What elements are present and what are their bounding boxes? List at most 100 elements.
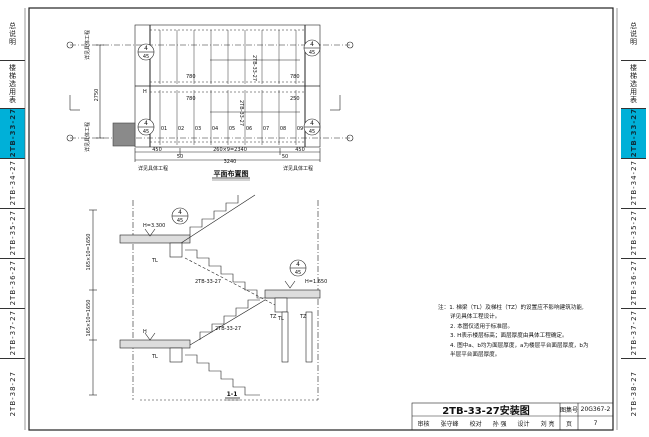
note-2: 详见具体工程设计。 — [450, 314, 501, 321]
section-title: 1-1 — [227, 391, 238, 398]
note-4: 3. H表示楼层标高；面层厚度由具体工程确定。 — [450, 333, 568, 340]
page-label: 页 — [565, 420, 572, 428]
design-label: 设计 — [517, 420, 530, 428]
reviewer-name: 张守峰 — [440, 420, 459, 428]
check-label: 校对 — [469, 420, 482, 428]
section-tz-2: TZ — [299, 314, 307, 320]
plan-callout-top-4: 4 — [310, 120, 314, 127]
inner-frame — [28, 7, 614, 431]
tab-divider — [0, 108, 25, 109]
section-tl-3: TL — [151, 354, 158, 360]
plan-callout-top-2: 4 — [310, 41, 314, 48]
plan-callout-top-3: 4 — [144, 120, 148, 127]
review-label: 审核 — [417, 420, 430, 428]
plan-dim-50-l: 50 — [177, 154, 183, 160]
tab-divider — [0, 308, 25, 309]
section-callout-bottom-2: 45 — [295, 270, 301, 276]
plan-see-eng-3: 详见具体工程 — [138, 165, 168, 172]
plan-see-eng-1: 详见具体工程 — [84, 30, 91, 60]
section-callouts — [171, 207, 307, 277]
tab-divider — [621, 60, 646, 61]
tab-label: 总说明 — [629, 22, 638, 46]
tab-label: 楼梯选用表 — [8, 64, 17, 104]
plan-dim-3240: 3240 — [224, 159, 237, 165]
plan-step-label: 05 — [229, 126, 235, 132]
plan-step-label: 09 — [297, 126, 303, 132]
plan-callouts — [137, 39, 321, 136]
signature-row: 审核 张守峰 校对 孙 强 设计 刘 亮 — [412, 416, 560, 430]
page-number: 7 — [593, 419, 598, 427]
left-tab-0[interactable]: 总说明 — [0, 8, 25, 60]
plan-dim-250: 250 — [290, 96, 300, 102]
plan-h: H — [143, 89, 147, 95]
tab-divider — [621, 108, 646, 109]
tab-divider — [0, 258, 25, 259]
section-callout-top-2: 4 — [296, 261, 300, 268]
checker-name: 孙 强 — [492, 420, 507, 428]
section-level-top: H=3.300 — [143, 223, 165, 229]
tab-label: 总说明 — [8, 22, 17, 46]
tab-divider — [621, 308, 646, 309]
section-callout-top-1: 4 — [178, 209, 182, 216]
tab-divider — [0, 158, 25, 159]
note-5: 4. 图中a、b均为面层厚度，a为楼层平台面层厚度，b为 — [450, 342, 589, 349]
plan-dim-2750: 2750 — [94, 89, 100, 102]
tab-divider — [621, 208, 646, 209]
plan-step-label: 04 — [212, 126, 218, 132]
section-dim-upper: 165×10=1650 — [86, 233, 92, 270]
plan-dim-780-b: 780 — [186, 96, 196, 102]
plan-step-label: 01 — [161, 126, 167, 132]
plan-flight-mid: 2TB-33-27 — [238, 100, 244, 126]
designer-name: 刘 亮 — [540, 420, 555, 428]
plan-dim-50-r: 50 — [282, 154, 288, 160]
right-tab-1[interactable]: 楼梯选用表 — [621, 60, 646, 108]
section-view — [89, 194, 321, 401]
plan-see-eng-2: 详见具体工程 — [84, 122, 91, 152]
plan-step-label: 02 — [178, 126, 184, 132]
right-tab-2[interactable]: 2TB-33-27 — [621, 108, 646, 158]
drawing-title: 2TB-33-27安装图 — [442, 406, 530, 417]
section-dim-lower: 165×10=1650 — [86, 299, 92, 336]
plan-see-eng-4: 详见具体工程 — [283, 165, 313, 172]
note-1: 1. 梯梁（TL）及梯柱（TZ）的设置应不影响建筑功能, — [449, 305, 584, 311]
plan-callout-bottom-1: 45 — [143, 54, 149, 60]
section-h: H — [143, 329, 147, 335]
plan-callout-bottom-2: 45 — [309, 50, 315, 56]
section-level-mid: H=1.650 — [305, 279, 327, 285]
plan-dim-total: 260×9=2340 — [213, 147, 247, 153]
tab-divider — [621, 158, 646, 159]
plan-step-label: 07 — [263, 126, 269, 132]
titleblock-grid — [411, 402, 614, 431]
right-tab-0[interactable]: 总说明 — [621, 8, 646, 60]
plan-dim-780-a: 780 — [186, 74, 196, 80]
section-flight-upper: 2TB-33-27 — [195, 279, 221, 285]
tab-divider — [621, 358, 646, 359]
section-tl-1: TL — [151, 258, 158, 264]
plan-step-label: 03 — [195, 126, 201, 132]
plan-dim-450-r: 450 — [295, 147, 305, 153]
notes-prefix: 注： — [438, 305, 450, 311]
plan-step-label: 06 — [246, 126, 252, 132]
tab-divider — [0, 208, 25, 209]
plan-title: 平面布置图 — [214, 169, 249, 178]
plan-callout-bottom-3: 45 — [143, 129, 149, 135]
left-tab-2[interactable]: 2TB-33-27 — [0, 108, 25, 158]
section-flight-lower: 2TB-33-27 — [215, 326, 241, 332]
plan-dim-780-c: 780 — [290, 74, 300, 80]
plan-view — [66, 24, 354, 181]
tab-divider — [0, 358, 25, 359]
plan-callout-bottom-4: 45 — [309, 129, 315, 135]
section-callout-bottom-1: 45 — [177, 218, 183, 224]
plan-step-label: 08 — [280, 126, 286, 132]
tab-label: 楼梯选用表 — [629, 64, 638, 104]
atlas-number: 20G367-2 — [580, 406, 611, 413]
section-tl-2: TL — [277, 316, 284, 322]
atlas-label: 图集号 — [560, 407, 579, 414]
note-3: 2. 本图仅适用于标准层。 — [450, 323, 514, 330]
plan-flight-top: 2TB-33-27 — [251, 55, 257, 81]
design-notes: 注：1. 梯梁（TL）及梯柱（TZ）的设置应不影响建筑功能, 详见具体工程设计。… — [438, 304, 628, 360]
tab-divider — [0, 60, 25, 61]
left-tab-1[interactable]: 楼梯选用表 — [0, 60, 25, 108]
